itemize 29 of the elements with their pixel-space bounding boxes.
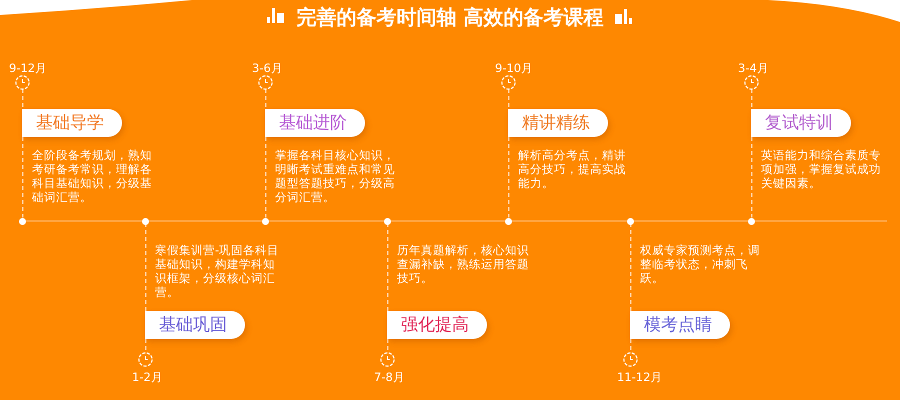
month-label: 7-8月: [374, 371, 405, 383]
dashed-connector: [145, 224, 146, 311]
month-label: 3-4月: [738, 62, 769, 74]
stage-description: 历年真题解析，核心知识查漏补缺，熟练运用答题技巧。: [397, 243, 530, 285]
month-label: 1-2月: [132, 371, 163, 383]
stage-tab: 强化提高: [387, 311, 487, 339]
stage-tab: 复试特训: [751, 109, 851, 137]
dashed-connector: [22, 137, 24, 218]
stage-tab: 基础导学: [22, 109, 122, 137]
stage-description: 寒假集训营-巩固各科目基础知识，构建学科知识框架，分级核心词汇营。: [155, 243, 280, 299]
dashed-connector: [630, 224, 632, 311]
dashed-connector: [508, 137, 510, 218]
stage-description: 掌握各科目核心知识，明晰考试重难点和常见题型答题技巧，分级高分词汇营。: [275, 148, 396, 204]
diagram-title: 完善的备考时间轴 高效的备考课程: [296, 4, 604, 30]
dashed-connector: [265, 137, 266, 218]
stage-tab: 精讲精练: [508, 109, 608, 137]
month-label: 9-12月: [9, 62, 48, 74]
month-label: 3-6月: [252, 62, 283, 74]
dashed-connector: [387, 224, 388, 311]
stage-tab: 基础巩固: [145, 311, 245, 339]
stage-tab: 基础进阶: [265, 109, 365, 137]
stage-description: 解析高分考点，精讲高分技巧，提高实战能力。: [518, 148, 627, 190]
month-label: 9-10月: [495, 62, 534, 74]
month-label: 11-12月: [617, 371, 662, 383]
stage-tab: 模考点睛: [630, 311, 730, 339]
stage-description: 英语能力和综合素质专项加强，掌握复试成功关键因素。: [761, 148, 882, 190]
stage-description: 全阶段备考规划，熟知考研备考常识，理解各科目基础知识，分级基础词汇营。: [32, 148, 153, 204]
dashed-connector: [751, 137, 752, 218]
stage-description: 权威专家预测考点，调整临考状态，冲刺飞跃。: [640, 243, 761, 285]
